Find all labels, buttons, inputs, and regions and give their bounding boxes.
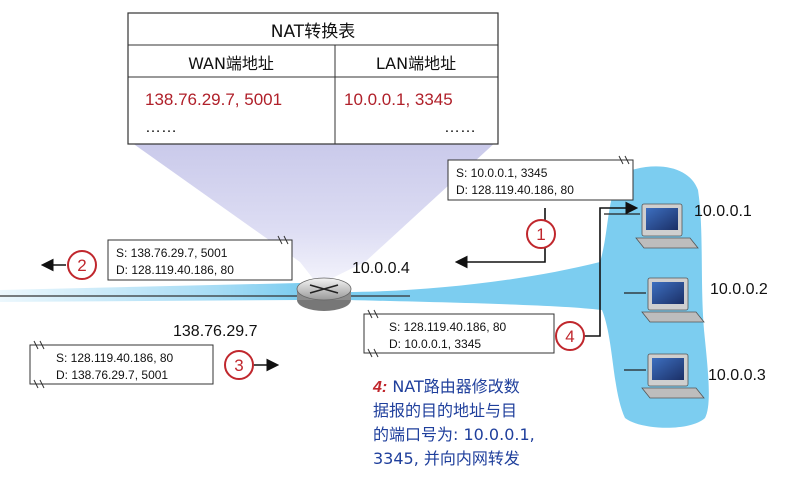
- packet-break-mark: [367, 348, 379, 358]
- router: [296, 277, 352, 311]
- step-4-note: 4: NAT路由器修改数 据报的目的地址与目 的端口号为: 10.0.0.1, …: [372, 377, 535, 468]
- note-line-3: 的端口号为: 10.0.0.1,: [373, 425, 535, 444]
- packet-break-mark: [618, 155, 630, 165]
- host-ip-2: 10.0.0.2: [710, 281, 768, 298]
- packet-1-dst: D: 128.119.40.186, 80: [456, 183, 574, 197]
- host-3: [624, 353, 705, 399]
- host-2: [624, 277, 705, 323]
- nat-header-lan: LAN端地址: [376, 54, 456, 73]
- nat-table-funnel: [128, 140, 498, 285]
- packet-4-src: S: 128.119.40.186, 80: [389, 320, 507, 334]
- router-arrows-icon: [309, 284, 339, 294]
- nat-table-frame: [127, 12, 499, 145]
- step-4-label: 4: [565, 327, 574, 346]
- packet-3: S: 128.119.40.186, 80 D: 138.76.29.7, 50…: [29, 340, 214, 389]
- packet-4: S: 128.119.40.186, 80 D: 10.0.0.1, 3345: [363, 309, 555, 358]
- host-ip-1: 10.0.0.1: [694, 203, 752, 220]
- packet-box: [363, 313, 555, 354]
- arrow-4: [583, 201, 639, 337]
- host-1: [604, 203, 699, 249]
- packet-break-mark: [33, 340, 45, 350]
- packet-1: S: 10.0.0.1, 3345 D: 128.119.40.186, 80: [447, 155, 634, 201]
- packet-box: [29, 344, 214, 385]
- step-3-badge: 3: [224, 350, 254, 380]
- note-line-1-text: NAT路由器修改数: [387, 377, 520, 396]
- step-2-badge: 2: [67, 250, 97, 280]
- nat-header-wan: WAN端地址: [188, 54, 274, 73]
- packet-1-src: S: 10.0.0.1, 3345: [456, 166, 548, 180]
- packet-box: [447, 159, 634, 201]
- step-1-badge: 1: [526, 219, 556, 249]
- note-line-1: 4: NAT路由器修改数: [372, 377, 520, 396]
- note-line-4: 3345, 并向内网转发: [373, 449, 520, 468]
- nat-cell-wan: 138.76.29.7, 5001: [145, 90, 282, 109]
- note-line-2: 据报的目的地址与目: [373, 401, 517, 420]
- nat-cell-lan: 10.0.0.1, 3345: [344, 90, 453, 109]
- packet-break-mark: [33, 379, 45, 389]
- nat-ellipsis-wan: ……: [145, 119, 177, 136]
- packet-3-src: S: 128.119.40.186, 80: [56, 351, 174, 365]
- packet-3-dst: D: 138.76.29.7, 5001: [56, 368, 168, 382]
- host-ip-3: 10.0.0.3: [708, 367, 766, 384]
- packet-box: [107, 239, 293, 281]
- nat-table: NAT转换表 WAN端地址 LAN端地址 138.76.29.7, 5001 1…: [127, 12, 499, 145]
- step-2-label: 2: [77, 256, 86, 275]
- router-wan-ip: 138.76.29.7: [173, 323, 258, 340]
- step-3-label: 3: [234, 356, 243, 375]
- packet-break-mark: [277, 235, 289, 245]
- packet-2-dst: D: 128.119.40.186, 80: [116, 263, 234, 277]
- wan-glow: [0, 283, 300, 302]
- packet-2: S: 138.76.29.7, 5001 D: 128.119.40.186, …: [107, 235, 293, 281]
- lan-network-blob: [345, 166, 709, 428]
- packet-4-dst: D: 10.0.0.1, 3345: [389, 337, 481, 351]
- packet-2-src: S: 138.76.29.7, 5001: [116, 246, 228, 260]
- step-1-label: 1: [536, 225, 545, 244]
- router-lan-ip: 10.0.0.4: [352, 260, 410, 277]
- nat-table-title: NAT转换表: [271, 22, 355, 42]
- step-4-badge: 4: [555, 321, 585, 351]
- note-prefix: 4:: [372, 379, 387, 396]
- nat-ellipsis-lan: ……: [444, 119, 476, 136]
- packet-break-mark: [367, 309, 379, 319]
